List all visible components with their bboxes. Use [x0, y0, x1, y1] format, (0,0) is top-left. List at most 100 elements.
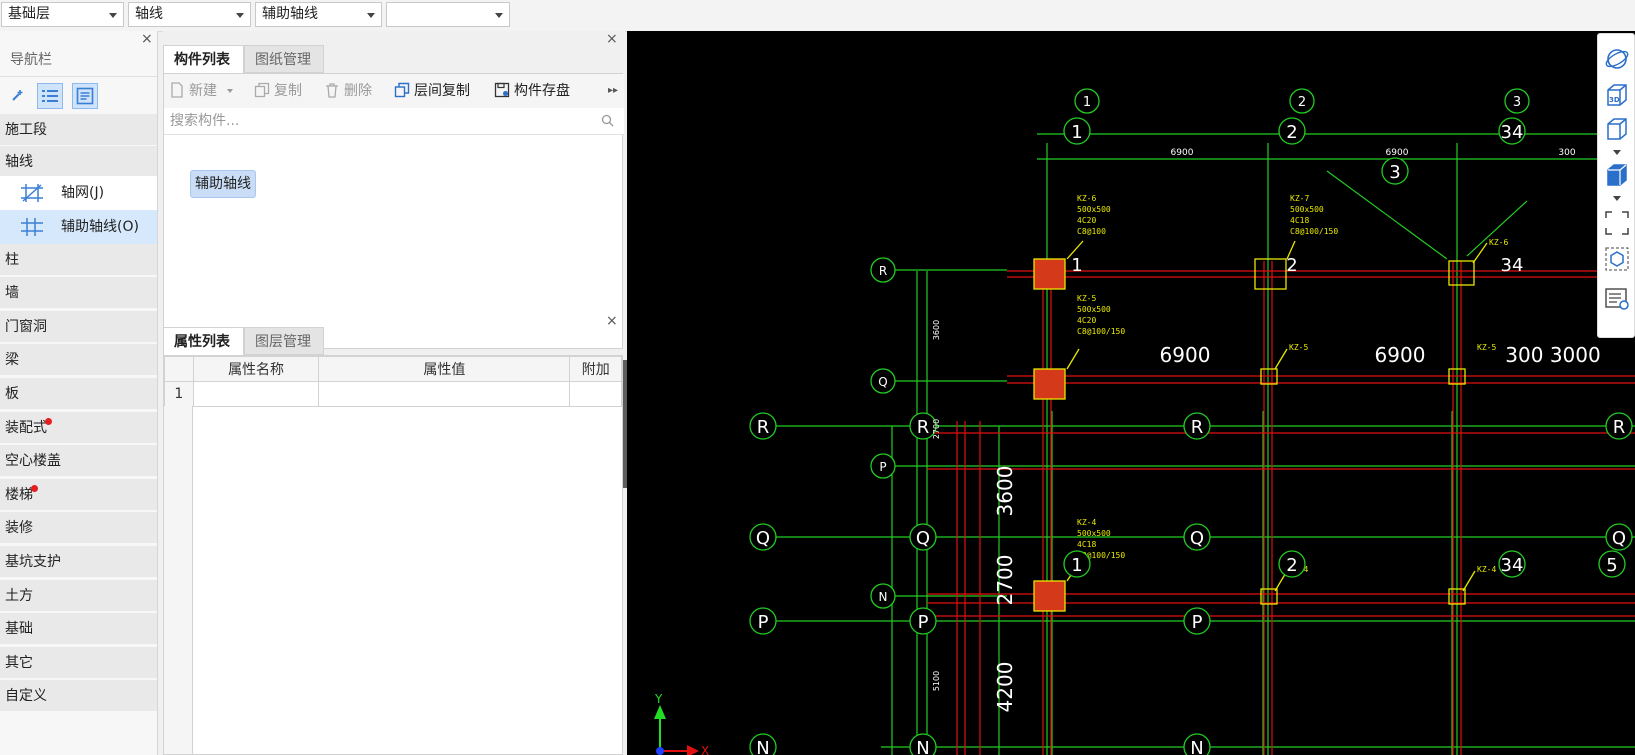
fullscreen-icon[interactable]: [1604, 210, 1630, 236]
copy-button[interactable]: 复制: [254, 74, 302, 108]
tab-property-list[interactable]: 属性列表: [163, 327, 244, 355]
chevron-down-icon: [236, 13, 244, 18]
search-input[interactable]: [168, 110, 592, 132]
svg-text:3: 3: [1389, 162, 1400, 183]
ucs-icon: Y X: [654, 692, 709, 755]
chevron-down-icon[interactable]: [1613, 150, 1621, 155]
tab-layer-management[interactable]: 图层管理: [244, 327, 324, 355]
chevron-down-icon[interactable]: [1613, 196, 1621, 201]
axis-grid-icon: [21, 184, 43, 202]
property-extra-cell[interactable]: [569, 381, 622, 407]
svg-text:3600: 3600: [932, 320, 941, 340]
panel-splitter[interactable]: [623, 360, 629, 488]
svg-text:Q: Q: [878, 375, 887, 389]
close-icon[interactable]: ×: [606, 313, 618, 329]
nav-item-stairs[interactable]: 楼梯: [0, 479, 157, 511]
chevron-down-icon: [227, 89, 234, 93]
close-icon[interactable]: ×: [606, 31, 618, 47]
nav-item-prefab[interactable]: 装配式: [0, 412, 157, 444]
nav-item-other[interactable]: 其它: [0, 647, 157, 679]
nav-title: 导航栏: [0, 43, 157, 77]
property-name-cell[interactable]: [192, 381, 320, 407]
tab-drawing-management[interactable]: 图纸管理: [244, 45, 324, 73]
nav-item-door-window[interactable]: 门窗洞: [0, 311, 157, 343]
new-badge: [45, 418, 52, 425]
svg-text:6900: 6900: [1386, 148, 1409, 158]
svg-text:1: 1: [1071, 122, 1082, 143]
nav-item-construction-section[interactable]: 施工段: [0, 114, 157, 146]
cube-view-icon[interactable]: [1604, 116, 1630, 142]
navigation-panel: × 导航栏 施工段 轴线 轴网(J) 辅助轴线(O) 柱 墙 门窗洞 梁 板 装…: [0, 31, 158, 755]
chevron-down-icon: [109, 13, 117, 18]
floor-copy-button[interactable]: 层间复制: [394, 74, 470, 108]
nav-item-axis[interactable]: 轴线: [0, 146, 157, 178]
cad-canvas[interactable]: KZ-6 500x500 4C20 C8@100 KZ-7 500x500 4C…: [627, 31, 1635, 755]
component-select[interactable]: [386, 2, 510, 27]
delete-button[interactable]: 删除: [324, 74, 372, 108]
nav-item-beam[interactable]: 梁: [0, 344, 157, 376]
tab-component-list[interactable]: 构件列表: [163, 45, 244, 73]
svg-text:500x500: 500x500: [1290, 205, 1324, 214]
nav-item-wall[interactable]: 墙: [0, 277, 157, 309]
svg-text:R: R: [879, 264, 887, 278]
cad-drawing: KZ-6 500x500 4C20 C8@100 KZ-7 500x500 4C…: [654, 88, 1635, 755]
cube-solid-icon[interactable]: [1604, 162, 1630, 188]
3d-view-icon[interactable]: 3D: [1604, 82, 1630, 108]
svg-text:500x500: 500x500: [1077, 305, 1111, 314]
svg-text:N: N: [1190, 738, 1203, 755]
more-icon[interactable]: ▸▸: [608, 85, 619, 96]
table-row[interactable]: 1: [164, 381, 622, 407]
detail-view-icon[interactable]: [72, 83, 98, 109]
category-select[interactable]: 轴线: [128, 2, 251, 27]
copy-icon: [254, 82, 270, 97]
svg-text:X: X: [701, 744, 709, 755]
floor-selector-bar: 基础层 轴线 辅助轴线: [0, 0, 1635, 32]
nav-item-earthwork[interactable]: 土方: [0, 580, 157, 612]
property-list-panel: 属性名称 属性值 附加 1: [163, 355, 623, 755]
svg-text:N: N: [879, 590, 888, 604]
component-type-select[interactable]: 辅助轴线: [255, 2, 382, 27]
svg-text:2700: 2700: [993, 555, 1017, 606]
new-file-icon: [171, 81, 183, 98]
property-table: 属性名称 属性值 附加 1: [164, 356, 622, 407]
svg-text:KZ-5: KZ-5: [1289, 343, 1308, 352]
component-search: [164, 108, 624, 135]
list-item[interactable]: 辅助轴线: [190, 170, 256, 198]
search-icon[interactable]: [601, 114, 614, 127]
new-button[interactable]: 新建: [169, 74, 234, 108]
nav-item-custom[interactable]: 自定义: [0, 680, 157, 712]
svg-text:500x500: 500x500: [1077, 529, 1111, 538]
display-settings-icon[interactable]: [1604, 246, 1630, 272]
list-view-icon[interactable]: [37, 83, 63, 109]
floor-select[interactable]: 基础层: [1, 2, 124, 27]
svg-text:P: P: [1192, 612, 1203, 633]
svg-text:KZ-5: KZ-5: [1477, 343, 1496, 352]
svg-text:5: 5: [1606, 555, 1617, 576]
svg-text:4200: 4200: [993, 662, 1017, 713]
nav-item-column[interactable]: 柱: [0, 244, 157, 276]
nav-toolbar: [0, 77, 157, 115]
nav-item-decoration[interactable]: 装修: [0, 512, 157, 544]
svg-text:6900: 6900: [1171, 148, 1194, 158]
properties-icon[interactable]: [1604, 286, 1630, 312]
orbit-icon[interactable]: [1604, 46, 1630, 72]
svg-text:P: P: [758, 612, 769, 633]
nav-item-hollow-floor[interactable]: 空心楼盖: [0, 445, 157, 477]
svg-text:1: 1: [1083, 95, 1091, 110]
nav-item-foundation[interactable]: 基础: [0, 613, 157, 645]
property-value-cell[interactable]: [318, 381, 571, 407]
nav-sub-aux-axis[interactable]: 辅助轴线(O): [0, 210, 157, 244]
svg-text:34: 34: [1501, 122, 1524, 143]
svg-text:Q: Q: [916, 528, 930, 549]
svg-text:6900: 6900: [1160, 343, 1211, 367]
svg-text:2: 2: [1298, 95, 1306, 110]
svg-text:N: N: [756, 738, 769, 755]
svg-text:4C18: 4C18: [1077, 540, 1096, 549]
close-icon[interactable]: ×: [141, 31, 153, 47]
nav-item-pit-support[interactable]: 基坑支护: [0, 546, 157, 578]
nav-item-slab[interactable]: 板: [0, 378, 157, 410]
save-component-button[interactable]: 构件存盘: [494, 74, 570, 108]
nav-sub-axis-grid[interactable]: 轴网(J): [0, 176, 157, 210]
svg-text:3D: 3D: [1609, 96, 1620, 104]
add-icon[interactable]: [4, 83, 30, 109]
